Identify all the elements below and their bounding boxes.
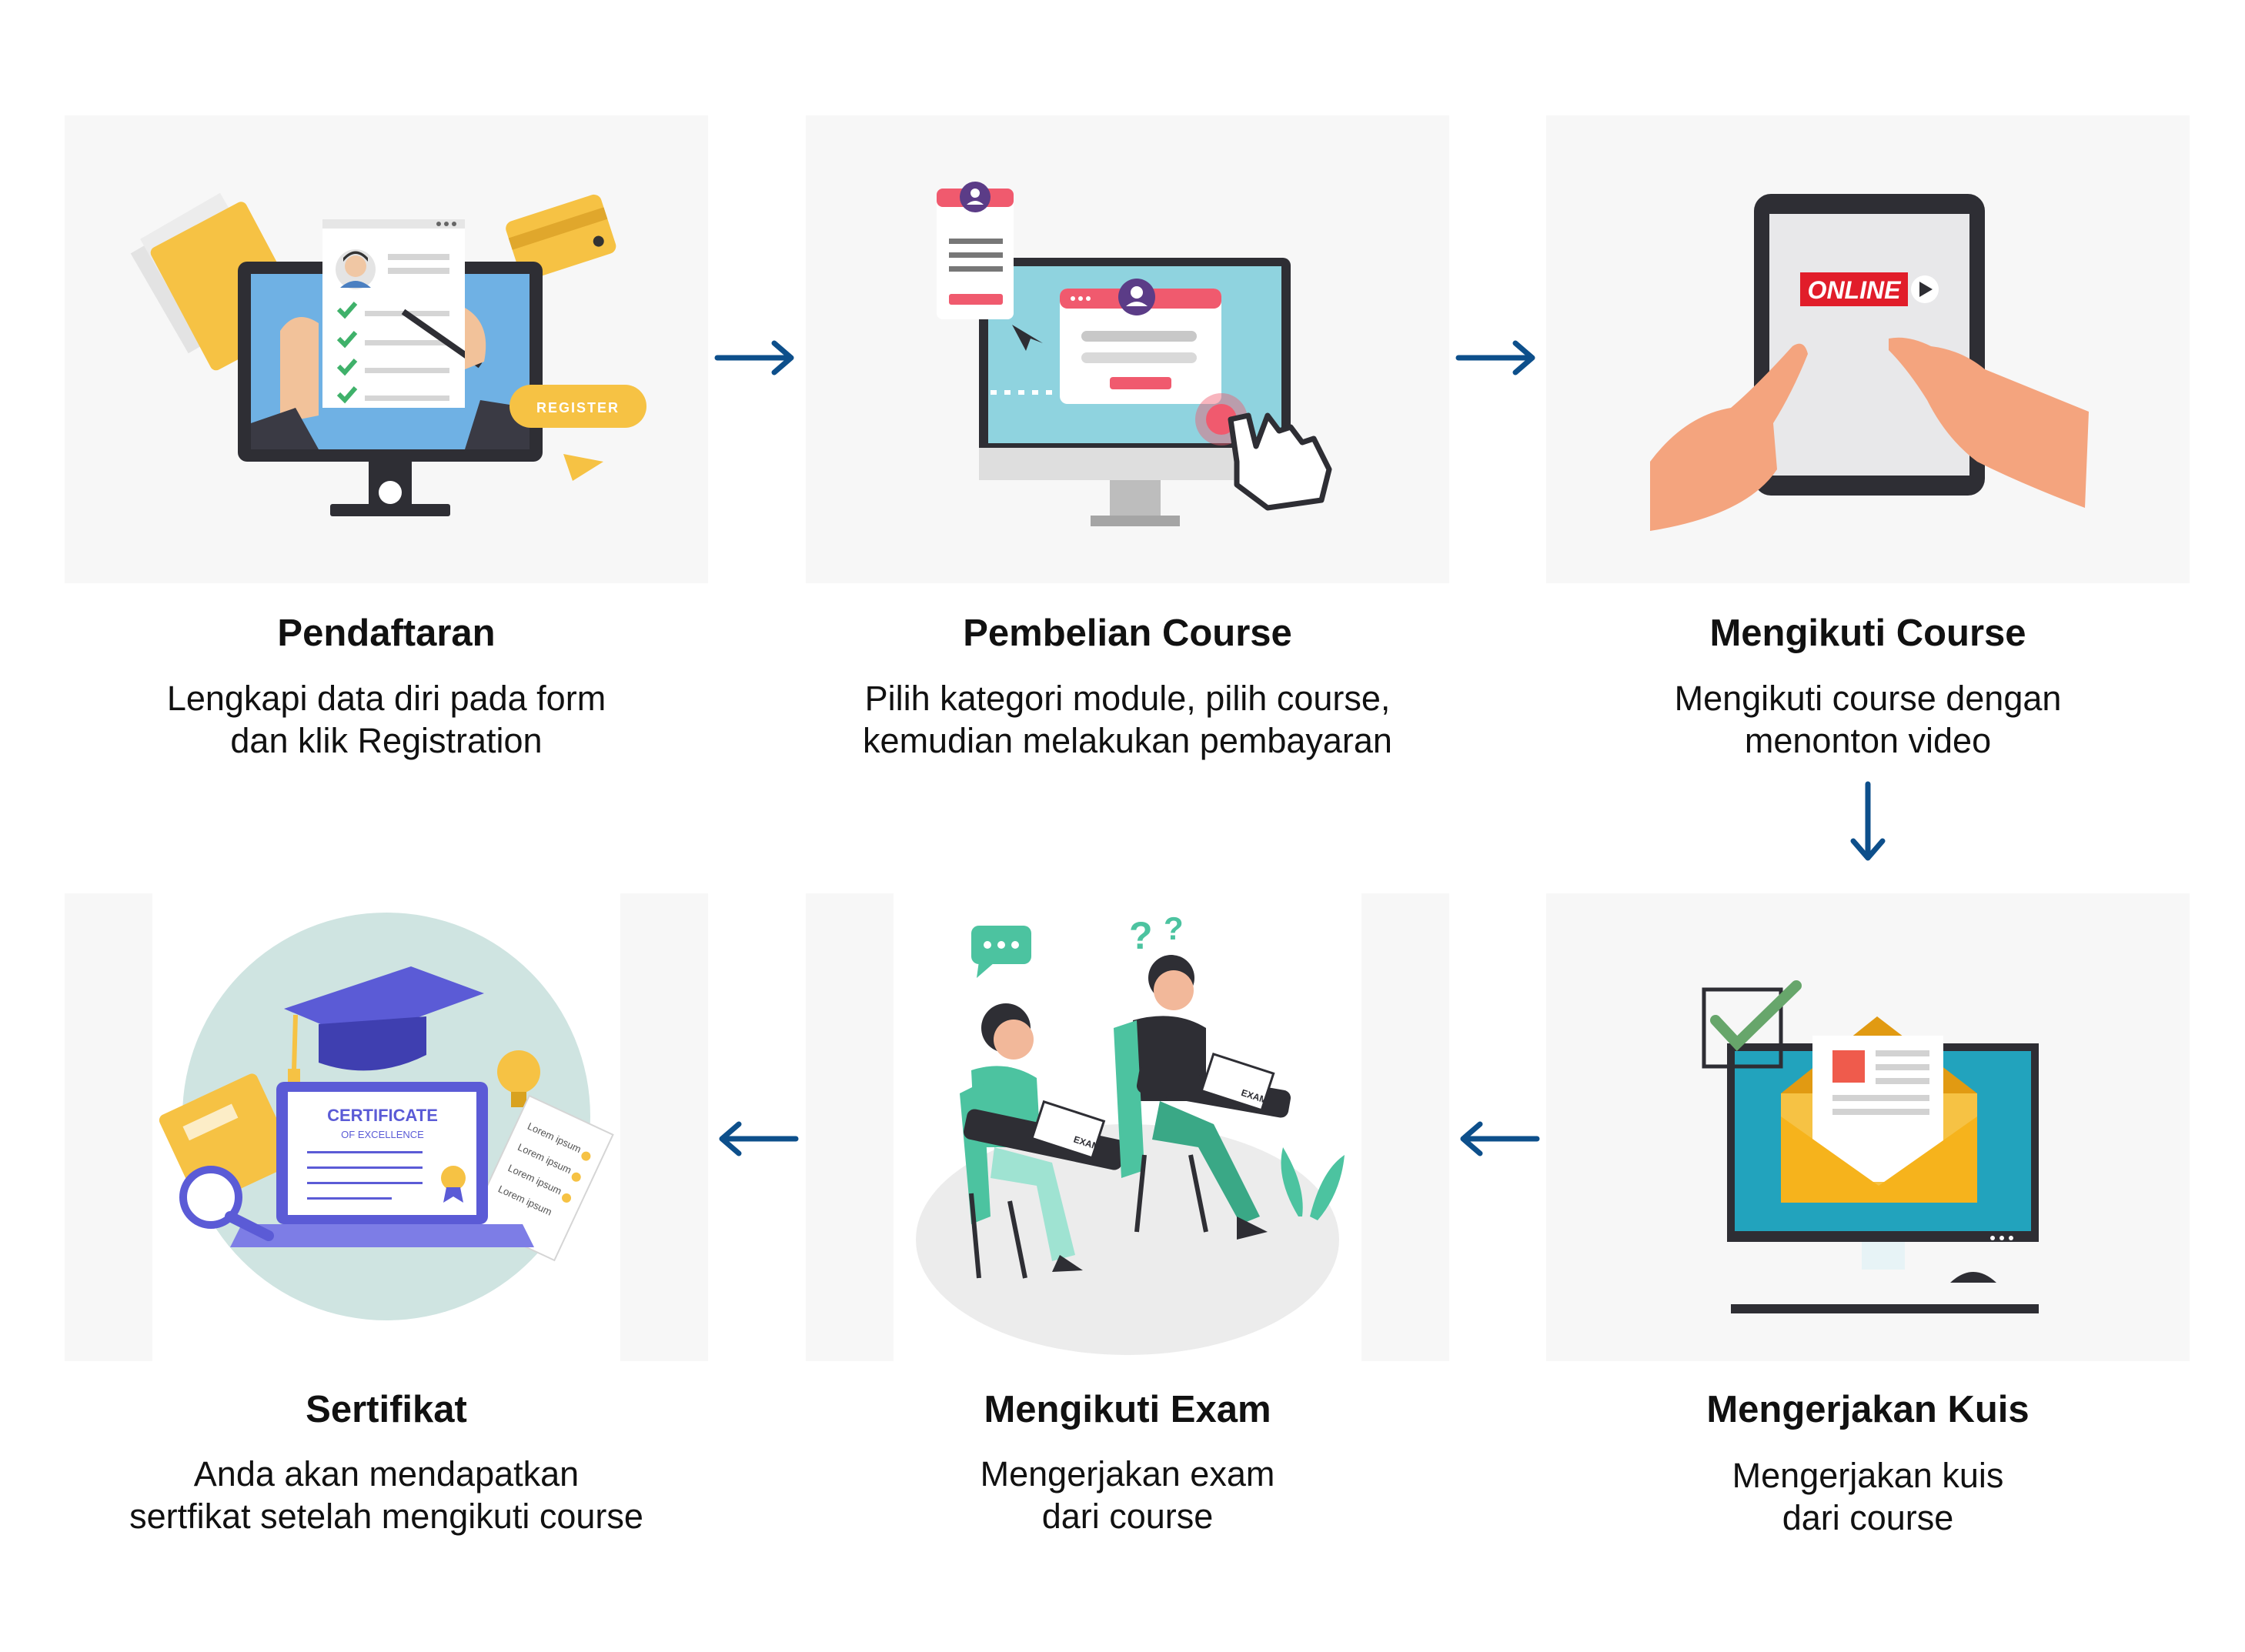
registration-monitor-icon: REGISTER (130, 192, 646, 516)
step-description-line: kemudian melakukan pembayaran (863, 721, 1392, 760)
arrow-left-icon (719, 1121, 799, 1156)
certificate-title: CERTIFICATE (327, 1106, 438, 1125)
step-description: Pilih kategori module, pilih course, kem… (806, 677, 1449, 762)
step-description-line: Mengerjakan exam (980, 1454, 1275, 1493)
step-description-line: Mengerjakan kuis (1732, 1456, 2004, 1495)
question-mark-icon: ? (1164, 910, 1184, 946)
arrow-right-icon (1455, 340, 1535, 375)
step-description-line: sertfikat setelah mengikuti course (129, 1497, 643, 1536)
step-description-line: dari course (1782, 1498, 1954, 1537)
register-badge: REGISTER (536, 400, 620, 416)
step-title: Pembelian Course (963, 612, 1292, 654)
step-description-line: dan klik Registration (230, 721, 543, 760)
step-title: Mengerjakan Kuis (1706, 1389, 2030, 1430)
arrow-right-icon (714, 340, 794, 375)
step-card-sertifikat: Lorem ipsum Lorem ipsum Lorem ipsum Lore… (65, 893, 708, 1361)
arrow-left-icon (1460, 1121, 1540, 1156)
step-card-pembelian-course (806, 115, 1449, 583)
step-description-line: Mengikuti course dengan (1674, 679, 2062, 718)
arrow-down-icon (1850, 781, 1886, 861)
step-card-pendaftaran: REGISTER (65, 115, 708, 583)
step-card-mengerjakan-kuis (1546, 893, 2190, 1361)
step-card-mengikuti-exam: ? ? EXAM EXAM (806, 893, 1449, 1361)
step-description-line: Lengkapi data diri pada form (166, 679, 606, 718)
certificate-laptop-icon: Lorem ipsum Lorem ipsum Lorem ipsum Lore… (152, 893, 620, 1361)
step-description: Mengerjakan kuis dari course (1546, 1454, 2190, 1539)
step-description-line: dari course (1041, 1497, 1214, 1536)
students-exam-icon: ? ? EXAM EXAM (894, 893, 1361, 1361)
tablet-video-icon: ONLINE (1650, 194, 2089, 531)
step-description: Lengkapi data diri pada form dan klik Re… (65, 677, 708, 762)
step-title: Mengikuti Exam (984, 1389, 1271, 1430)
certificate-subtitle: OF EXCELLENCE (341, 1129, 424, 1140)
step-description-line: Anda akan mendapatkan (193, 1454, 580, 1493)
purchase-monitor-icon (937, 182, 1332, 526)
step-title: Sertifikat (306, 1389, 467, 1430)
online-badge: ONLINE (1808, 276, 1903, 304)
step-title: Pendaftaran (277, 612, 496, 654)
step-description-line: Pilih kategori module, pilih course, (864, 679, 1391, 718)
step-description: Mengerjakan exam dari course (806, 1453, 1449, 1537)
question-mark-icon: ? (1129, 914, 1153, 957)
quiz-envelope-icon (1702, 980, 2039, 1313)
step-card-mengikuti-course: ONLINE (1546, 115, 2190, 583)
step-description-line: menonton video (1744, 721, 1992, 760)
step-title: Mengikuti Course (1709, 612, 2026, 654)
step-description: Mengikuti course dengan menonton video (1546, 677, 2190, 762)
step-description: Anda akan mendapatkan sertfikat setelah … (65, 1453, 708, 1537)
